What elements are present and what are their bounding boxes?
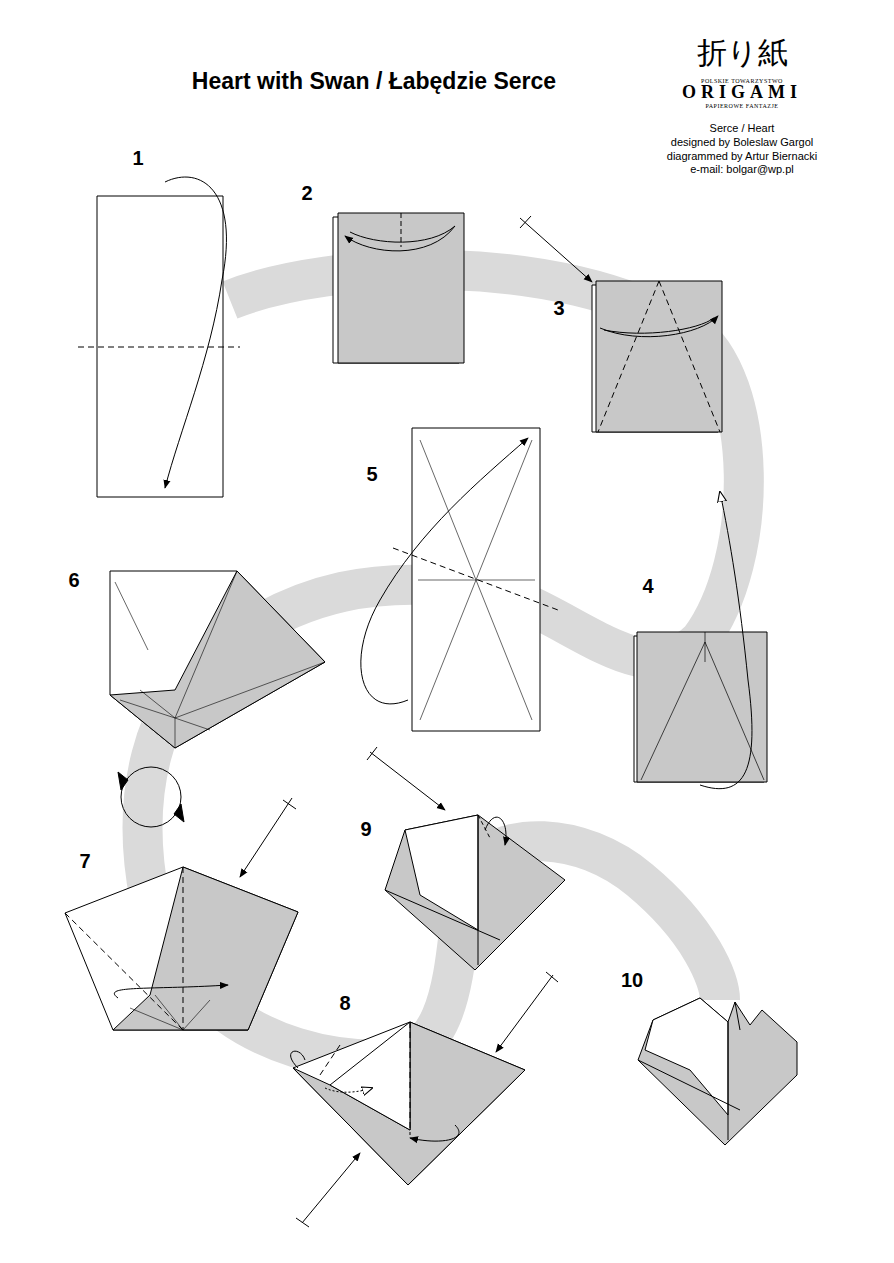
step-6-model: [110, 571, 325, 748]
step-2-paper: [333, 213, 464, 363]
logo-subtitle: PAPIEROWE FANTAZJE: [705, 103, 778, 110]
step-number: 6: [68, 569, 79, 591]
credit-line: Serce / Heart: [710, 122, 775, 134]
step-3-paper: [520, 216, 722, 432]
step-number: 9: [360, 818, 371, 840]
step-number: 10: [621, 969, 643, 991]
logo-kanji: 折り紙: [697, 36, 788, 69]
title: Heart with Swan / Łabędzie Serce: [192, 69, 556, 94]
step-number: 1: [132, 147, 143, 169]
step-number: 5: [366, 463, 377, 485]
step-10-heart: [638, 998, 797, 1145]
step-4-paper: [634, 492, 767, 789]
turn-over-symbol: [118, 767, 184, 827]
credit-line: e-mail: bolgar@wp.pl: [690, 163, 794, 175]
credit-line: diagrammed by Artur Biernacki: [667, 150, 817, 162]
step-number: 3: [553, 297, 564, 319]
step-number: 7: [79, 850, 90, 872]
step-5-paper: [361, 428, 558, 731]
step-7-model: [65, 798, 298, 1030]
step-number: 4: [642, 575, 653, 597]
step-number: 2: [301, 182, 312, 204]
step-number: 8: [339, 992, 350, 1014]
step-8-model: [291, 972, 558, 1227]
step-9-model: [367, 747, 565, 970]
credit-line: designed by Boleslaw Gargol: [671, 136, 813, 148]
logo-name: ORIGAMI: [682, 83, 802, 103]
step-1-paper: [78, 177, 240, 497]
